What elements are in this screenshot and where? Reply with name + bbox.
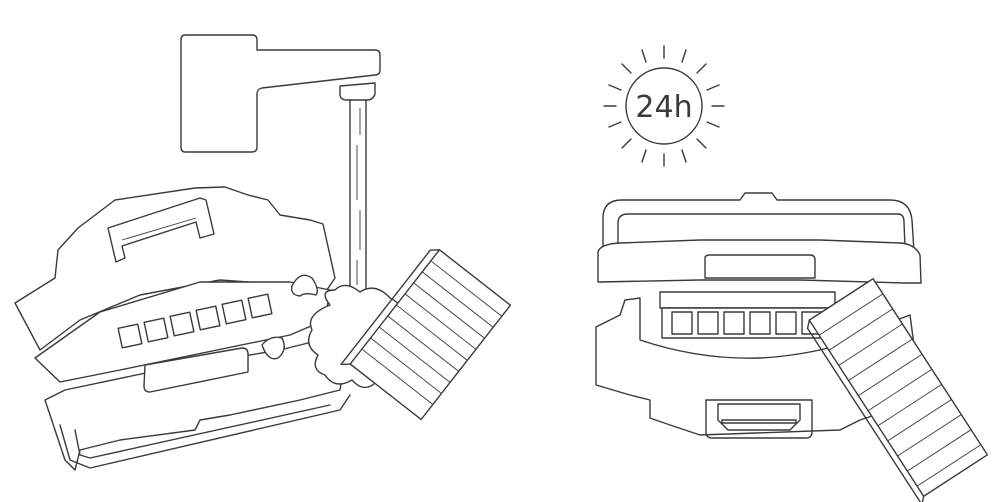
pleated-filter (340, 249, 512, 421)
sun-icon: 24h (603, 45, 725, 167)
dry-panel: 24h (595, 45, 989, 502)
dust-bin-open (595, 192, 922, 439)
dust-bin (14, 186, 351, 471)
wash-panel (14, 34, 512, 471)
pleated-filter-drying (806, 278, 989, 502)
dry-duration-label: 24h (635, 90, 692, 125)
faucet-icon (180, 34, 381, 293)
filter-cells (117, 293, 273, 349)
